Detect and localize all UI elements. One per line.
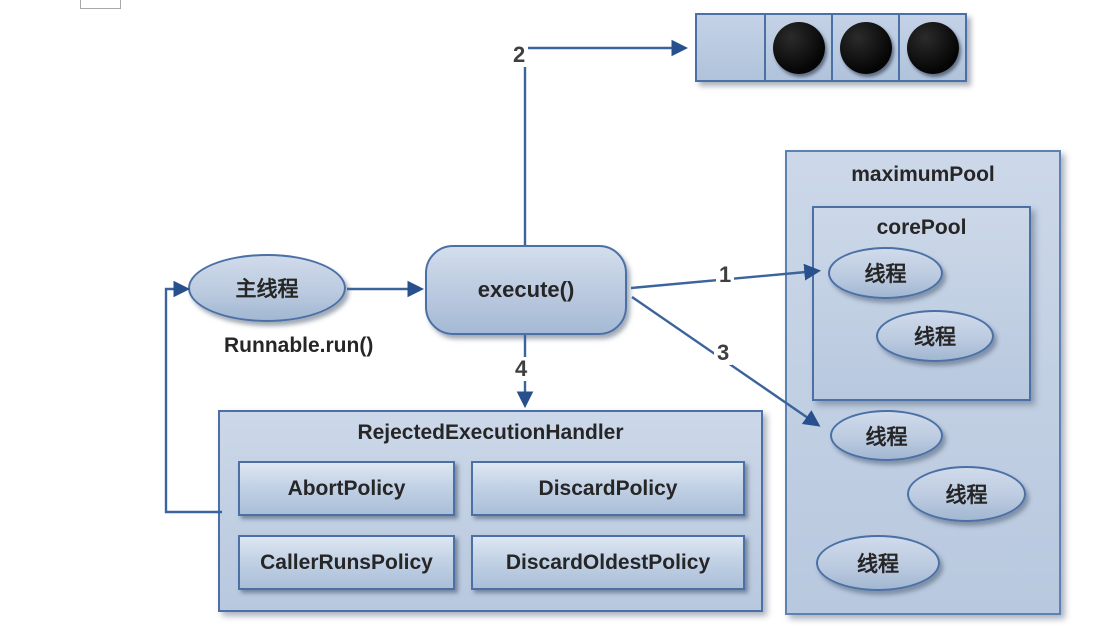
thread-node-overflow-2: 线程 — [907, 466, 1026, 522]
policy-label: DiscardOldestPolicy — [505, 550, 711, 574]
task-dot — [772, 21, 825, 74]
task-queue — [695, 13, 967, 82]
thread-label: 线程 — [945, 484, 988, 507]
step-label-2: 2 — [510, 42, 529, 68]
clipped-corner-box — [80, 0, 121, 9]
thread-node-core-1: 线程 — [828, 247, 943, 299]
thread-node-core-2: 线程 — [876, 310, 994, 362]
task-dot — [906, 21, 959, 74]
execute-node: execute() — [425, 245, 627, 335]
arrow-2-to-queue — [523, 39, 689, 245]
main-thread-node: 主线程 — [188, 254, 346, 322]
main-thread-label: 主线程 — [235, 278, 299, 301]
thread-label: 线程 — [914, 326, 956, 349]
maximum-pool-title: maximumPool — [851, 163, 995, 186]
policy-abort: AbortPolicy — [238, 461, 455, 516]
step-label-1: 1 — [716, 262, 735, 288]
queue-cell-empty — [697, 15, 764, 80]
handler-title: RejectedExecutionHandler — [357, 421, 624, 444]
core-pool-box: corePool — [812, 206, 1031, 401]
queue-cell — [764, 15, 831, 80]
policy-label: CallerRunsPolicy — [260, 550, 433, 574]
step-label-4: 4 — [512, 356, 531, 382]
policy-label: AbortPolicy — [287, 476, 406, 500]
policy-discard-oldest: DiscardOldestPolicy — [471, 535, 745, 590]
core-pool-title: corePool — [876, 216, 967, 239]
thread-label: 线程 — [857, 553, 899, 576]
thread-node-overflow-1: 线程 — [830, 410, 943, 461]
policy-caller-runs: CallerRunsPolicy — [238, 535, 455, 590]
policy-discard: DiscardPolicy — [471, 461, 745, 516]
execute-label: execute() — [477, 277, 575, 302]
queue-cell — [898, 15, 965, 80]
policy-label: DiscardPolicy — [538, 476, 678, 500]
queue-cell — [831, 15, 898, 80]
thread-node-overflow-3: 线程 — [816, 535, 940, 591]
thread-label: 线程 — [864, 263, 907, 286]
step-label-3: 3 — [714, 340, 733, 366]
task-dot — [839, 21, 892, 74]
arrow-feedback-to-main — [164, 280, 222, 514]
runnable-run-label: Runnable.run() — [224, 334, 374, 357]
thread-label: 线程 — [865, 425, 908, 449]
